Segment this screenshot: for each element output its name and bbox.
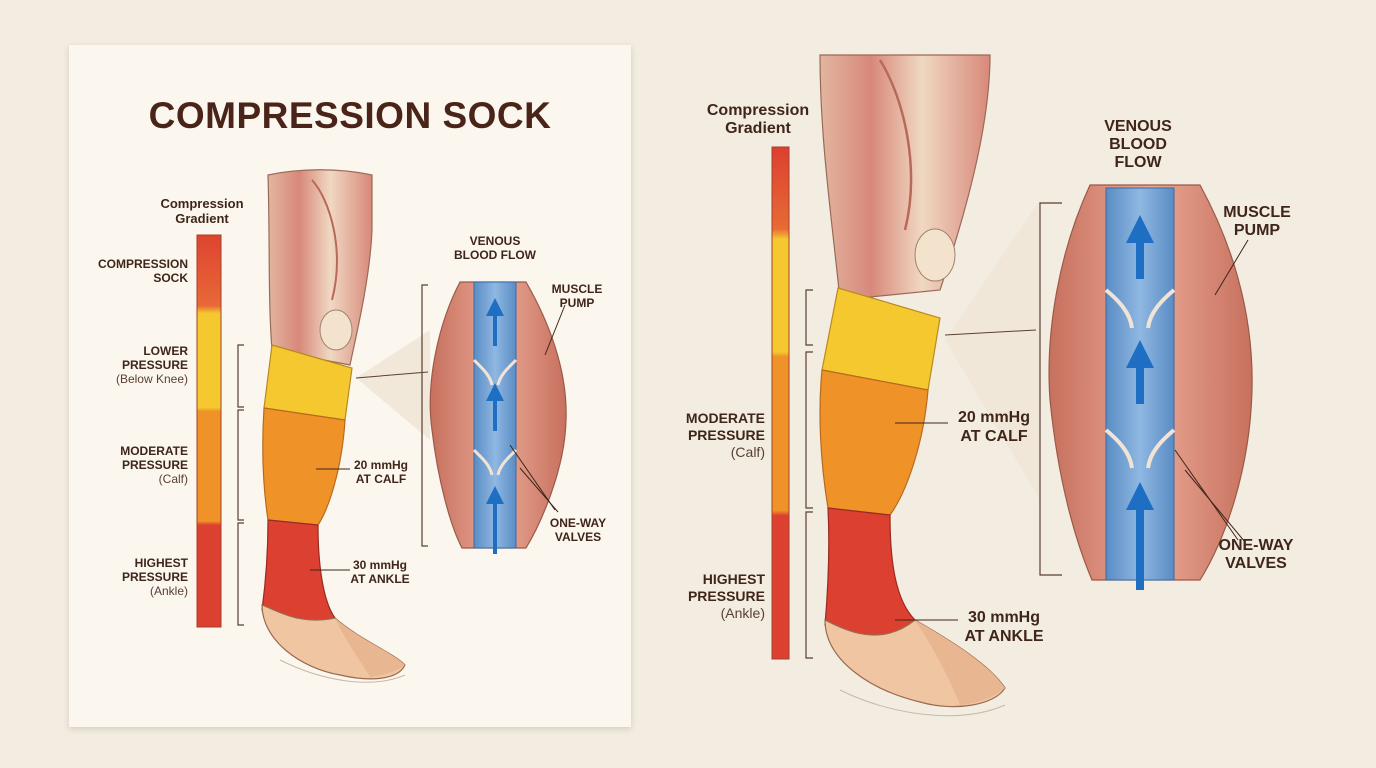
left-title: COMPRESSION SOCK [148,95,552,136]
right-zone-highest: HIGHEST PRESSURE (Ankle) [650,571,765,622]
left-zone-sock-line2: SOCK [153,271,188,285]
left-valves-line2: VALVES [554,530,602,544]
right-valves-line2: VALVES [1225,555,1287,572]
right-inset-bracket [1039,202,1062,576]
right-venous-label: VENOUS BLOOD FLOW [1088,118,1188,172]
left-inset-bracket [421,284,428,547]
right-callout-cone [945,200,1040,500]
right-venous-line3: FLOW [1114,154,1162,171]
right-gradient-bar [771,146,790,660]
right-ankle-label: 30 mmHg AT ANKLE [948,608,1060,646]
left-gradient-label-line1: Compression [160,196,244,211]
left-zone-highest-line1: HIGHEST [134,556,188,570]
left-calf-line1: 20 mmHg [353,458,409,472]
right-sock [819,287,1006,717]
left-callout-cone [356,330,430,440]
left-gradient-label: Compression Gradient [150,196,254,226]
left-venous-line2: BLOOD FLOW [454,248,536,262]
left-venous-line1: VENOUS [469,234,521,248]
left-pointer-lines [310,304,566,571]
right-venous-line2: BLOOD [1109,136,1167,153]
left-zone-lower: LOWER PRESSURE (Below Knee) [84,344,188,386]
left-sock [261,344,406,683]
right-zone-highest-line2: PRESSURE [687,588,765,604]
right-zone-moderate-line2: PRESSURE [687,427,765,443]
right-calf-label: 20 mmHg AT CALF [942,408,1046,446]
left-zone-sock-line1: COMPRESSION [97,257,188,271]
right-pump-line2: PUMP [1233,222,1281,239]
left-pump-label: MUSCLE PUMP [540,282,614,310]
left-muscle-inset [429,281,567,554]
right-pump-label: MUSCLE PUMP [1212,204,1302,240]
left-ankle-line1: 30 mmHg [352,558,408,572]
left-valves-line1: ONE-WAY [549,516,607,530]
right-zone-moderate: MODERATE PRESSURE (Calf) [650,410,765,461]
left-zone-moderate: MODERATE PRESSURE (Calf) [84,444,188,486]
left-calf-label: 20 mmHg AT CALF [344,458,418,486]
left-zone-moderate-line1: MODERATE [120,444,188,458]
right-ankle-line1: 30 mmHg [967,609,1041,626]
right-calf-line1: 20 mmHg [957,409,1031,426]
right-pointer-lines [895,239,1249,621]
left-gradient-label-line2: Gradient [175,211,229,226]
left-zone-lower-line2: PRESSURE [121,358,188,372]
right-zone-brackets [805,289,813,659]
left-zone-sock: COMPRESSION SOCK [84,257,188,285]
right-valves-line1: ONE-WAY [1218,537,1294,554]
left-zone-moderate-line2: PRESSURE [121,458,188,472]
left-leg-upper [267,169,373,366]
left-pump-line2: PUMP [559,296,595,310]
left-zone-brackets [237,344,244,626]
left-zone-lower-sub: (Below Knee) [115,372,188,386]
left-pump-line1: MUSCLE [551,282,603,296]
right-ankle-line2: AT ANKLE [964,628,1044,645]
right-leg-upper [819,54,991,301]
left-zone-highest: HIGHEST PRESSURE (Ankle) [84,556,188,598]
right-gradient-label-line2: Gradient [725,120,791,137]
right-valves-label: ONE-WAY VALVES [1206,537,1306,573]
left-gradient-bar [196,234,222,628]
left-zone-highest-line2: PRESSURE [121,570,188,584]
right-calf-line2: AT CALF [960,428,1028,445]
left-ankle-label: 30 mmHg AT ANKLE [340,558,420,586]
left-calf-line2: AT CALF [355,472,407,486]
right-zone-moderate-line1: MODERATE [685,410,765,426]
right-pump-line1: MUSCLE [1223,204,1291,221]
left-ankle-line2: AT ANKLE [350,572,410,586]
left-zone-lower-line1: LOWER [143,344,188,358]
left-venous-label: VENOUS BLOOD FLOW [440,234,550,262]
right-muscle-inset [1048,184,1253,590]
right-zone-highest-line1: HIGHEST [702,571,765,587]
right-zone-moderate-sub: (Calf) [730,444,765,460]
right-venous-line1: VENOUS [1104,118,1172,135]
left-zone-highest-sub: (Ankle) [149,584,188,598]
left-zone-moderate-sub: (Calf) [158,472,188,486]
left-valves-label: ONE-WAY VALVES [538,516,618,544]
right-gradient-label: Compression Gradient [694,102,822,138]
right-gradient-label-line1: Compression [706,102,810,119]
right-zone-highest-sub: (Ankle) [720,605,765,621]
